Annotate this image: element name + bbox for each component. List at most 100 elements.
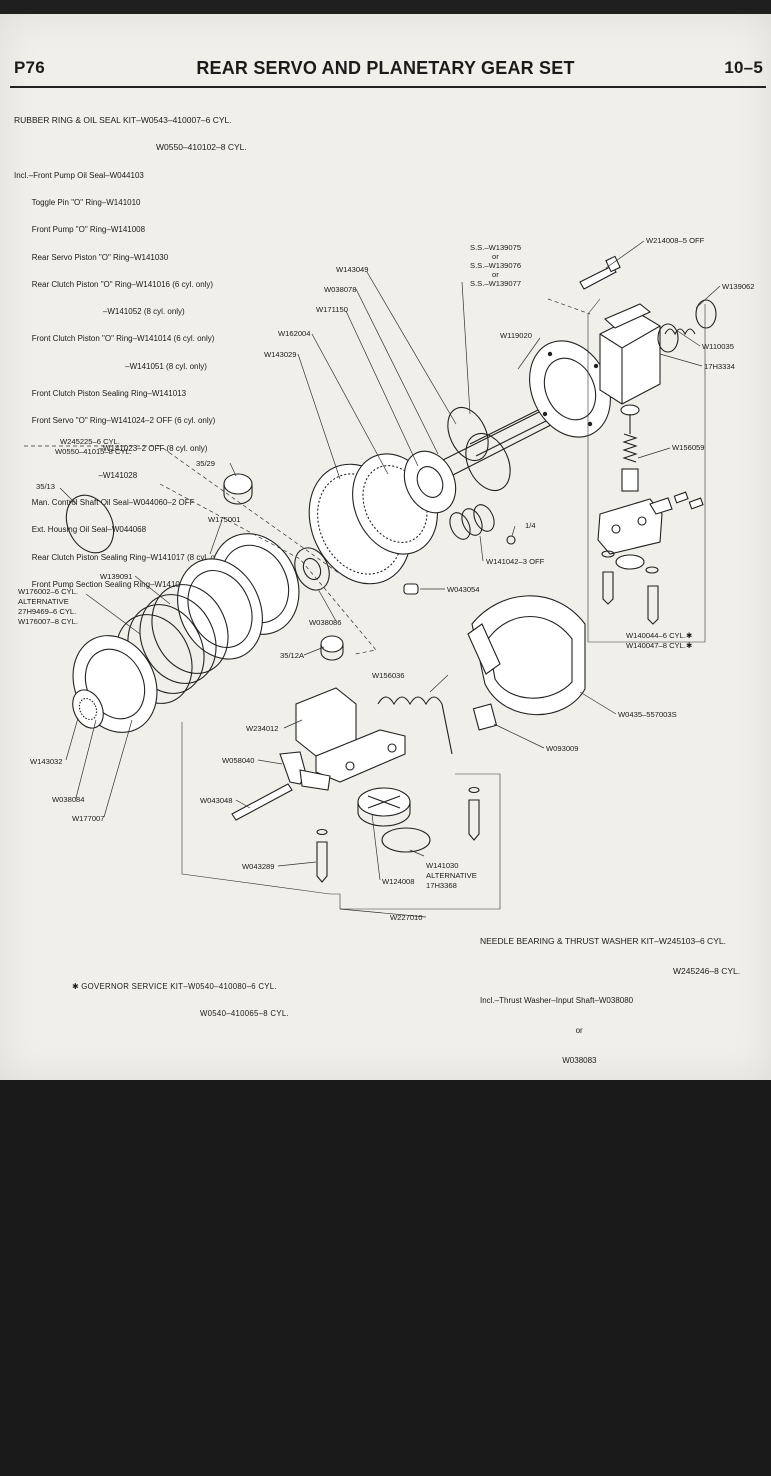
callout-w119020: W119020 <box>500 331 532 340</box>
brake-band <box>467 595 586 716</box>
callout-alternative-1: ALTERNATIVE <box>18 597 69 606</box>
exploded-view-diagram: W214008–5 OFF W139062 S.S.–W139075 or S.… <box>18 236 755 922</box>
band-strut <box>472 703 498 731</box>
rubber-kit-item: –W141028 <box>14 470 138 480</box>
section-number: 10–5 <box>724 58 763 77</box>
callout-w0435-557003s: W0435–557003S <box>618 710 677 719</box>
rubber-kit-item: –W141023–2 OFF (8 cyl. only) <box>14 443 208 453</box>
callout-w176007: W176007–8 CYL. <box>18 617 78 626</box>
callout-17h3334: 17H3334 <box>704 362 735 371</box>
callout-alternative-2: ALTERNATIVE <box>426 871 477 880</box>
top-dark-strip <box>0 0 771 14</box>
callout-w043048: W043048 <box>200 796 233 805</box>
governor-kit-note: ✱ GOVERNOR SERVICE KIT–W0540–410080–6 CY… <box>72 964 289 1037</box>
rubber-kit-item: –W141052 (8 cyl. only) <box>14 307 185 317</box>
governor-counterweight <box>597 491 704 555</box>
rubber-kit-item: –W141051 (8 cyl. only) <box>14 361 207 371</box>
callout-w038078: W038078 <box>324 285 357 294</box>
callout-w162004: W162004 <box>278 329 311 338</box>
needle-kit-item: Thrust–Fwd. Sun Gear/Rev. Sun Gear–W0381… <box>500 1416 718 1425</box>
rubber-kit-title-alt: W0550–410102–8 CYL. <box>156 142 247 153</box>
rubber-kit-item: Front Servo "O" Ring–W141024–2 OFF (6 cy… <box>14 416 216 426</box>
callout-w124008: W124008 <box>382 877 415 886</box>
servo-bolts <box>316 786 480 883</box>
rear-clutch-drum <box>177 533 300 660</box>
callout-w177007: W177007 <box>72 814 105 823</box>
callout-35-29: 35/29 <box>196 459 215 468</box>
needle-kit-title: NEEDLE BEARING & THRUST WASHER KIT–W2451… <box>480 936 726 946</box>
callout-w175001: W175001 <box>208 515 241 524</box>
governor-spring <box>657 299 717 353</box>
rubber-kit-item: Toggle Pin "O" Ring–W141010 <box>14 198 141 208</box>
callout-w227010: W227010 <box>390 913 423 922</box>
callout-ss-w139075: S.S.–W139075 <box>470 243 521 252</box>
callout-w143049: W143049 <box>336 265 369 274</box>
bushing-35-12a <box>320 635 344 661</box>
callout-w234012: W234012 <box>246 724 279 733</box>
needle-kit-item: Thrust Plate–Fwd. Sun Gear/Planet Cover–… <box>502 1176 691 1185</box>
callout-or-2: or <box>492 270 499 279</box>
needle-kit-item: or <box>480 1026 583 1035</box>
callout-17h3368: 17H3368 <box>426 881 457 890</box>
callout-w038084: W038084 <box>52 795 85 804</box>
callout-w156036: W156036 <box>372 671 405 680</box>
servo-pin <box>231 783 293 821</box>
group-outline-1 <box>24 445 341 575</box>
governor-kit-line1: ✱ GOVERNOR SERVICE KIT–W0540–410080–6 CY… <box>72 982 277 992</box>
callout-35-12a: 35/12A <box>280 651 305 660</box>
callout-w141030: W141030 <box>426 861 459 870</box>
needle-kit-item: Needle Bearing–Roller–W143031 (6 cyl. on… <box>500 1446 663 1455</box>
needle-kit-item: Needle Bearing–Thrust–W143032 <box>502 1116 623 1125</box>
servo-group-frame <box>181 722 501 910</box>
needle-kit-item: Front Clutch Cyl.–W038092 (6 cyl. only) <box>502 1296 684 1305</box>
rubber-kit-item: Rear Clutch Piston "O" Ring–W141016 (6 c… <box>14 279 214 289</box>
governor-kit-line2: W0540–410065–8 CYL. <box>200 1009 289 1019</box>
servo-o-ring <box>381 827 431 853</box>
callout-or-1: or <box>492 252 499 261</box>
callout-w143029: W143029 <box>264 350 297 359</box>
governor-dash <box>547 298 591 315</box>
servo-piston <box>357 787 411 827</box>
servo-spring <box>377 696 453 755</box>
needle-kit-title-alt: W245246–8 CYL. <box>673 966 741 976</box>
callout-w171150: W171150 <box>316 305 348 314</box>
callout-w176002: W176002–6 CYL. <box>18 587 78 596</box>
needle-kit-item: Incl.–Thrust Washer–Input Shaft–W038080 <box>480 996 634 1005</box>
callout-w139062: W139062 <box>722 282 755 291</box>
callout-35-13: 35/13 <box>36 482 55 491</box>
callout-w140044: W140044–6 CYL.✱ <box>626 631 693 640</box>
callout-w141042: W141042–3 OFF <box>486 557 545 566</box>
rubber-kit-item: Ext. Housing Oil Seal–W044068 <box>14 525 147 535</box>
governor-body <box>599 313 661 405</box>
governor-group-frame <box>587 298 706 643</box>
needle-kit-item: Front Clutch Cyl.–W038133 (8 cyl. only) <box>502 1326 684 1335</box>
callout-w043289: W043289 <box>242 862 275 871</box>
pin-w043054 <box>403 583 419 595</box>
leader-lines <box>59 240 721 918</box>
snap-rings <box>447 406 516 545</box>
rubber-kit-title: RUBBER RING & OIL SEAL KIT–W0543–410007–… <box>14 115 232 126</box>
callout-w140047: W140047–8 CYL.✱ <box>626 641 693 650</box>
group-outline-2 <box>159 483 377 655</box>
callout-w110035: W110035 <box>702 342 734 351</box>
page-number: P76 <box>14 58 45 77</box>
callout-ss-w139076: S.S.–W139076 <box>470 261 521 270</box>
callout-27h9469: 27H9469–6 CYL. <box>18 607 76 616</box>
needle-kit-item: Needle Bearing–Fwd. Sun Gear/Rev. Sun Ge… <box>500 1386 744 1395</box>
planetary-gear-set <box>308 450 457 585</box>
needle-kit-item: –Thrust–W143029 (6 cyl. only) <box>502 1146 651 1155</box>
servo-lever <box>279 751 331 791</box>
callout-ss-w139077: S.S.–W139077 <box>470 279 521 288</box>
bushing-35-29 <box>223 473 253 505</box>
needle-kit-item: Front Clutch Cyl.–W038132 (8 cyl. only) <box>502 1266 684 1275</box>
needle-kit-item: Plate–Driven Shaft/Case–W038086 <box>502 1206 629 1215</box>
governor-weight <box>603 303 652 329</box>
callout-w093009: W093009 <box>546 744 579 753</box>
rubber-kit-item: Man. Control Shaft Oil Seal–W044060–2 OF… <box>14 498 195 508</box>
needle-bearing <box>72 689 104 729</box>
rubber-kit-item: Front Clutch Piston "O" Ring–W141014 (6 … <box>14 334 215 344</box>
needle-kit-item: W038083 <box>480 1056 597 1065</box>
governor-bolt <box>579 255 621 290</box>
rubber-kit-item: Incl.–Front Pump Oil Seal–W044103 <box>14 170 144 180</box>
rubber-kit-item: Front Clutch Piston Sealing Ring–W141013 <box>14 389 187 398</box>
